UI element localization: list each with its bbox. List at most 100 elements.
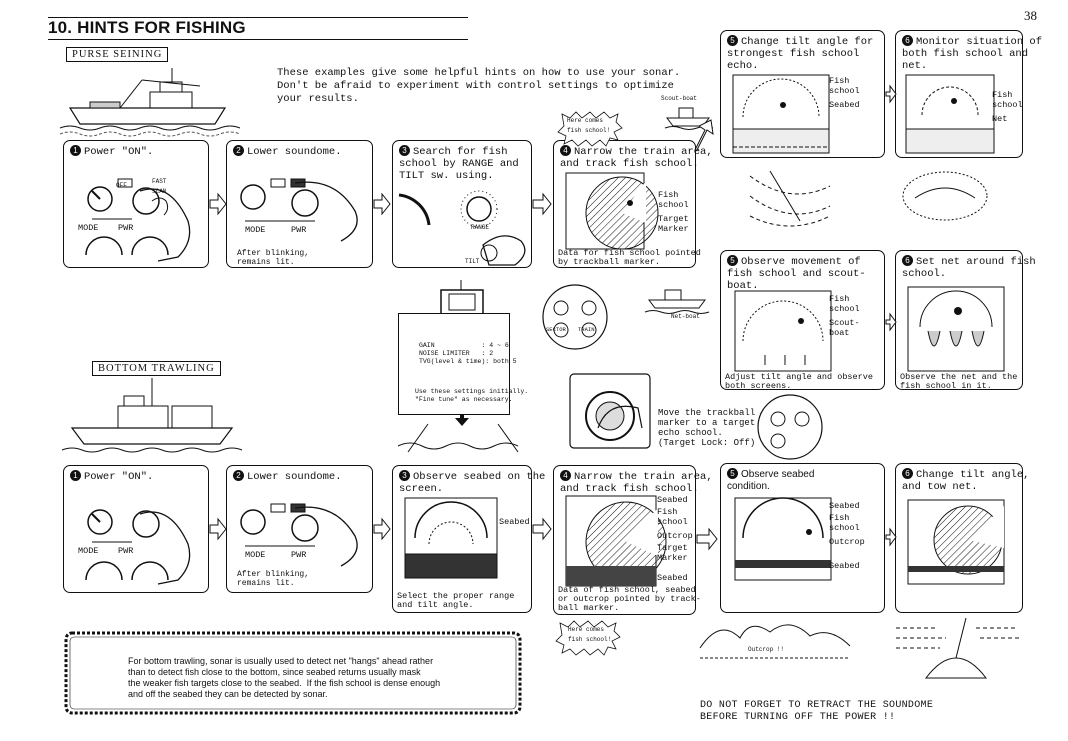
fish-school-label: Fish school <box>829 76 860 96</box>
mode-label: MODE <box>245 550 266 560</box>
here-comes-text-1: Here comes fish school! <box>567 117 611 134</box>
fish-school-label: Fish school <box>657 507 688 527</box>
control-knob-zoom-illustration <box>542 284 608 350</box>
seabed-label: Seabed <box>829 100 860 110</box>
net-sketch <box>902 171 988 221</box>
step-label: Observe seabed on the screen. <box>399 471 546 495</box>
step-label: Power "ON". <box>84 471 154 483</box>
sonar-display-net-set-illustration <box>907 286 1005 372</box>
seabed-label: Seabed <box>499 517 530 527</box>
sonar-display-seabed-sector-illustration <box>565 495 667 587</box>
step-label: Narrow the train area, and track fish sc… <box>560 471 713 495</box>
console-base-illustration <box>397 423 519 453</box>
seabed-label-bottom: Seabed <box>829 561 860 571</box>
section-label-bottom: BOTTOM TRAWLING <box>92 361 221 376</box>
target-marker-label: Target Marker <box>657 543 688 563</box>
step-label: Observe seabed condition. <box>727 469 815 492</box>
pwr-label: PWR <box>118 223 134 233</box>
mode-label: MODE <box>78 546 99 556</box>
step-number: 5 <box>727 468 738 479</box>
train-label: TRAIN <box>578 326 595 333</box>
step-number: 4 <box>560 470 571 481</box>
step-label: Monitor situation of both fish school an… <box>902 36 1043 72</box>
step-number: 5 <box>727 255 738 266</box>
section-label-purse: PURSE SEINING <box>66 47 169 62</box>
net-boat-illustration <box>644 289 710 314</box>
seabed-label-top: Seabed <box>829 501 860 511</box>
step-number: 4 <box>560 145 571 156</box>
fish-school-label: Fish school <box>992 90 1023 110</box>
outcrop-sketch <box>699 624 851 659</box>
step-number: 2 <box>233 470 244 481</box>
bottom-step-3-note: Select the proper range and tilt angle. <box>397 591 515 610</box>
step-label: Observe movement of fish school and scou… <box>727 256 866 292</box>
step-number: 3 <box>399 470 410 481</box>
sonar-display-seabed-condition-illustration <box>734 497 832 581</box>
trackball-note: Move the trackball marker to a target ec… <box>658 408 756 448</box>
step-label: Power "ON". <box>84 146 154 158</box>
trawl-text: For bottom trawling, sonar is usually us… <box>128 656 441 699</box>
fish-school-label: Fish school <box>658 190 689 210</box>
sonar-control-panel-illustration <box>85 178 191 262</box>
sector-label: SECTOR <box>546 326 566 333</box>
bottom-trawler-ship-illustration <box>61 378 243 453</box>
scout-boat-label: Scout-boat <box>661 95 698 102</box>
purse-step-4-note: Data for fish school pointed by trackbal… <box>558 248 701 267</box>
mode-label: MODE <box>245 225 266 235</box>
purse-seiner-ship-illustration <box>59 68 241 137</box>
speech-burst-1 <box>557 111 623 147</box>
step-label: Change tilt angle, and tow net. <box>902 469 1030 493</box>
step-number: 6 <box>902 255 913 266</box>
fish-school-label: Fish school <box>829 513 860 533</box>
range-label: RANGE <box>471 224 490 231</box>
step-number: 3 <box>399 145 410 156</box>
speech-burst-2 <box>555 620 621 656</box>
mode-label: MODE <box>78 223 99 233</box>
pwr-label: PWR <box>291 550 307 560</box>
title-underline <box>48 39 468 40</box>
step-label: Set net around fish school. <box>902 256 1036 280</box>
step-number: 1 <box>70 470 81 481</box>
off-label: OFF <box>116 182 127 189</box>
step-label: Lower soundome. <box>247 146 342 158</box>
purse-step-5b-note: Adjust tilt angle and observe both scree… <box>725 372 873 391</box>
page-title: 10. HINTS FOR FISHING <box>48 18 246 37</box>
rope-border <box>64 631 522 715</box>
pwr-label: PWR <box>118 546 134 556</box>
step-label: Search for fish school by RANGE and TILT… <box>399 146 519 182</box>
purse-step-6b-note: Observe the net and the fish school in i… <box>900 372 1018 391</box>
sonar-display-scout-boat-illustration <box>734 290 832 372</box>
outcrop-label: Outcrop <box>657 531 693 541</box>
sonar-display-fish-school-illustration <box>732 74 830 154</box>
outcrop-callout: Outcrop !! <box>748 646 785 653</box>
net-boat-label: Net-boat <box>671 313 700 320</box>
intro-text: These examples give some helpful hints o… <box>277 67 681 105</box>
step-number: 6 <box>902 35 913 46</box>
seabed-label-top: Seabed <box>657 495 688 505</box>
soundome-switch-illustration <box>240 503 358 567</box>
page-number: 38 <box>1024 8 1037 23</box>
sonar-control-panel-illustration <box>85 509 191 585</box>
